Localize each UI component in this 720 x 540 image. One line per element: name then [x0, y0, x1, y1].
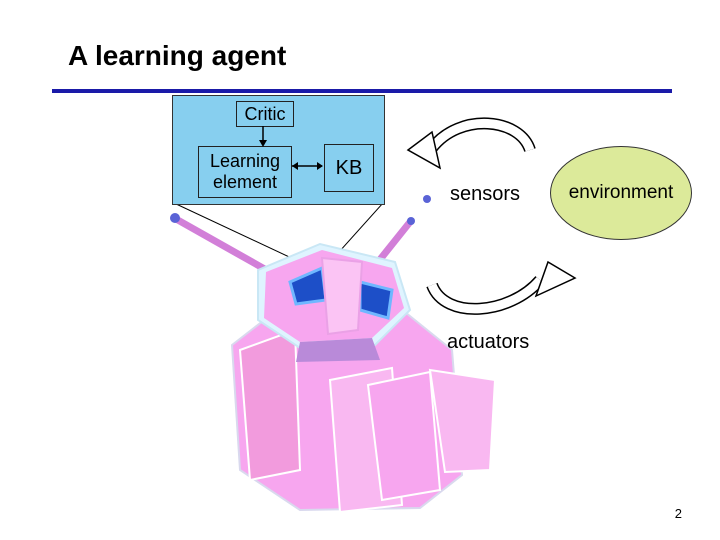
sensors-arrow-head — [406, 130, 442, 170]
robot-figure — [230, 242, 497, 514]
sensors-label: sensors — [450, 183, 521, 205]
environment-ellipse: environment — [550, 146, 692, 240]
antenna-left-tip — [170, 213, 180, 223]
learning-element-box: Learning element — [198, 146, 292, 198]
critic-box: Critic — [236, 101, 294, 127]
actuators-arrow-head — [534, 260, 577, 298]
antenna-left — [174, 215, 272, 276]
bubble-tail-left — [173, 202, 301, 263]
sensor-dot — [423, 195, 431, 203]
title-divider — [52, 89, 672, 93]
kb-box: KB — [324, 144, 374, 192]
antenna-right-tip — [407, 217, 415, 225]
page-number: 2 — [674, 506, 682, 522]
slide-title: A learning agent — [68, 40, 287, 71]
actuators-label: actuators — [447, 331, 530, 353]
